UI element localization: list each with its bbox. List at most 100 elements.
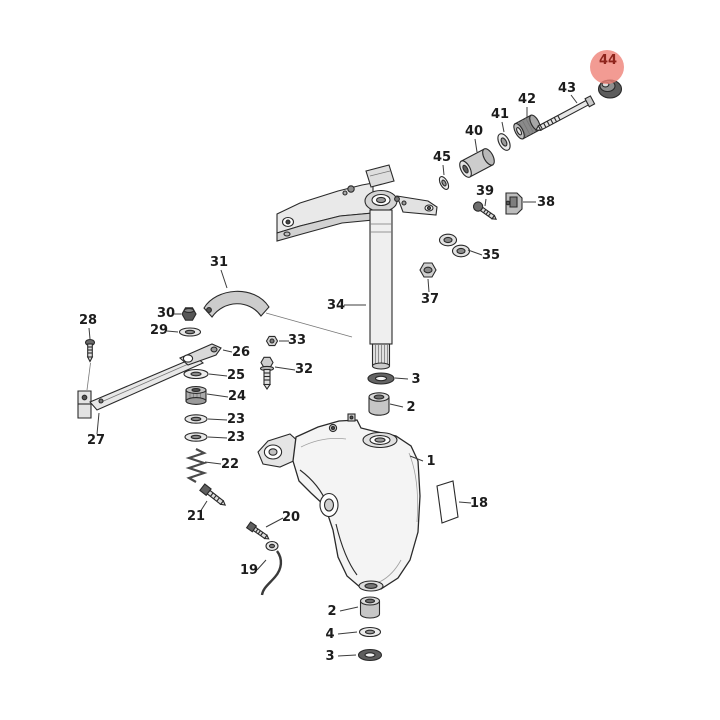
part-label-3-33: 3 xyxy=(325,649,334,664)
part-24-bushing xyxy=(185,386,207,405)
leader-line-part-18-27 xyxy=(458,501,472,504)
part-29-washer xyxy=(178,327,202,337)
leader-line-part-41-3 xyxy=(501,121,505,133)
part-38-clamp xyxy=(505,192,523,215)
leader-line-part-19-30 xyxy=(256,559,267,571)
part-20-screw xyxy=(245,521,270,540)
part-23-washer xyxy=(184,414,208,424)
part-label-32-18: 32 xyxy=(295,362,313,377)
part-label-41-3: 41 xyxy=(491,107,509,122)
part-2-bushing-lower xyxy=(359,596,381,619)
part-label-23-20: 23 xyxy=(227,412,245,427)
part-18-plate xyxy=(436,480,459,524)
part-label-30-12: 30 xyxy=(157,306,175,321)
part-label-24-19: 24 xyxy=(228,389,246,404)
part-label-44-0: 44 xyxy=(599,53,617,68)
part-label-18-27: 18 xyxy=(470,496,488,511)
part-43-bolt xyxy=(535,95,596,132)
part-19-hook xyxy=(260,540,283,596)
part-22-spring xyxy=(185,448,208,483)
leader-line-part-21-28 xyxy=(199,500,208,513)
part-label-26-15: 26 xyxy=(232,345,250,360)
part-label-29-13: 29 xyxy=(150,323,168,338)
part-42-bushing xyxy=(513,114,541,140)
part-label-43-1: 43 xyxy=(558,81,576,96)
part-label-28-14: 28 xyxy=(79,313,97,328)
leader-line-part-29-13 xyxy=(166,330,179,333)
part-label-1-26: 1 xyxy=(426,454,435,469)
part-label-3-24: 3 xyxy=(411,372,420,387)
part-23-washer xyxy=(184,432,208,442)
leader-line-part-32-18 xyxy=(274,366,296,371)
leader-line-part-28-14 xyxy=(88,327,91,340)
assembly-line xyxy=(265,312,353,338)
leader-lines-layer xyxy=(88,94,578,657)
part-31-stopper-ring xyxy=(203,290,353,338)
leader-line-part-37-9 xyxy=(427,278,430,293)
part-label-34-10: 34 xyxy=(327,298,345,313)
steering-bracket-assembly xyxy=(276,164,438,242)
leader-line-part-22-23 xyxy=(204,461,222,465)
leader-line-part-45-5 xyxy=(442,164,445,176)
part-label-25-17: 25 xyxy=(227,368,245,383)
part-34-swivel-shaft xyxy=(369,209,393,370)
part-30-nut xyxy=(181,307,197,321)
leader-line-part-2-31 xyxy=(339,606,359,612)
part-label-23-21: 23 xyxy=(227,430,245,445)
leader-line-part-23-20 xyxy=(207,418,228,421)
part-label-33-16: 33 xyxy=(288,333,306,348)
leader-line-part-23-21 xyxy=(207,436,228,439)
leader-line-part-35-8 xyxy=(467,249,483,256)
leader-line-part-40-4 xyxy=(474,138,478,153)
leader-line-part-26-15 xyxy=(222,349,233,353)
drawing-layer xyxy=(77,79,623,662)
part-label-39-6: 39 xyxy=(476,184,494,199)
leader-line-part-20-29 xyxy=(265,517,284,528)
part-label-4-32: 4 xyxy=(325,627,334,642)
part-label-40-4: 40 xyxy=(465,124,483,139)
part-label-35-8: 35 xyxy=(482,248,500,263)
part-45-washer xyxy=(438,176,450,190)
part-label-2-25: 2 xyxy=(406,400,415,415)
leader-line-part-39-6 xyxy=(484,198,487,207)
highlight-marker xyxy=(590,50,624,84)
part-label-22-23: 22 xyxy=(221,457,239,472)
part-label-45-5: 45 xyxy=(433,150,451,165)
leader-line-part-3-24 xyxy=(394,377,409,380)
part-37-nut xyxy=(419,262,437,278)
part-label-27-22: 27 xyxy=(87,433,105,448)
part-1-swivel-bracket xyxy=(257,413,421,592)
leader-line-part-25-17 xyxy=(208,373,228,377)
part-3-seal-upper xyxy=(367,372,395,385)
part-label-37-9: 37 xyxy=(421,292,439,307)
part-26-lever xyxy=(178,343,222,366)
part-label-21-28: 21 xyxy=(187,509,205,524)
part-label-42-2: 42 xyxy=(518,92,536,107)
part-4-washer xyxy=(358,626,382,638)
leader-line-part-24-19 xyxy=(206,393,229,398)
part-35-washers xyxy=(438,233,471,258)
part-39-bolt xyxy=(472,201,498,220)
part-40-bushing xyxy=(459,148,495,178)
part-28-screw xyxy=(84,338,96,391)
leader-line-part-27-22 xyxy=(96,412,100,435)
part-25-washer xyxy=(183,368,209,380)
part-3-seal-lower xyxy=(357,648,383,662)
part-label-19-30: 19 xyxy=(240,563,258,578)
part-33-nut xyxy=(265,335,279,347)
leader-line-part-1-26 xyxy=(409,455,424,462)
part-label-20-29: 20 xyxy=(282,510,300,525)
part-32-bolt xyxy=(259,356,275,390)
leader-line-part-2-25 xyxy=(389,403,404,408)
part-label-2-31: 2 xyxy=(327,604,336,619)
leader-line-part-31-11 xyxy=(220,269,228,289)
part-label-31-11: 31 xyxy=(210,255,228,270)
part-41-washer xyxy=(497,133,511,151)
part-label-38-7: 38 xyxy=(537,195,555,210)
leader-line-part-4-32 xyxy=(337,631,358,635)
part-21-screw xyxy=(199,483,227,506)
leader-line-part-43-1 xyxy=(570,94,578,104)
